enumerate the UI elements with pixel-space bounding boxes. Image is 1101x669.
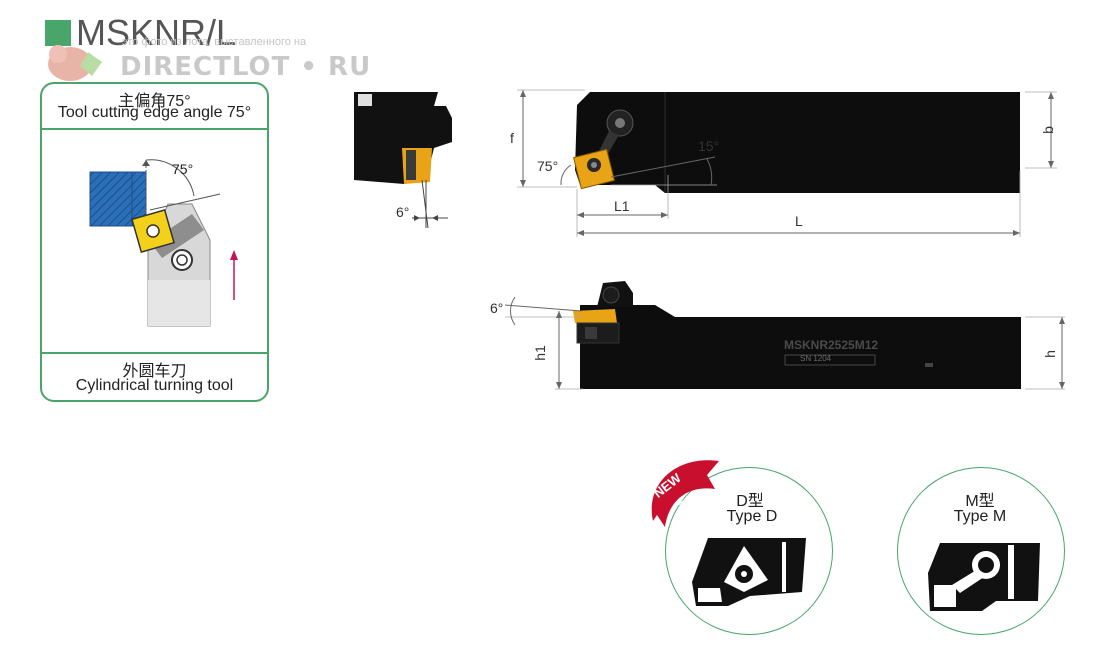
top-view-drawing xyxy=(517,89,1057,237)
info-panel-header xyxy=(42,84,267,130)
page-title: MSKNR/L xyxy=(76,12,237,53)
dim-h: h xyxy=(1041,350,1058,358)
shank-marking: MSKNR2525M12 xyxy=(784,338,879,352)
dim-b: b xyxy=(1039,126,1056,134)
cutting-angle-label-en: Tool cutting edge angle 75° xyxy=(57,104,252,121)
type-m-icon xyxy=(928,543,1040,611)
type-d-icon xyxy=(692,538,806,606)
watermark-text: DIRECTLOT • RU xyxy=(120,52,372,82)
type-m-cn: M型 xyxy=(965,493,995,510)
tool-type-label-cn: 外圆车刀 xyxy=(122,363,187,380)
cutting-angle-illustration xyxy=(89,159,238,327)
info-panel xyxy=(40,82,269,402)
type-d-circle xyxy=(665,467,833,635)
type-m-circle xyxy=(897,467,1065,635)
tool-type-label-en: Cylindrical turning tool xyxy=(75,377,234,394)
dim-L: L xyxy=(795,213,803,229)
insert-code-marking: SN 1204 xyxy=(800,354,832,363)
end-view-angle: 6° xyxy=(396,204,410,220)
type-d-cn: D型 xyxy=(736,493,764,510)
dim-L1: L1 xyxy=(614,198,630,214)
side-view-drawing xyxy=(504,281,1065,390)
cutting-angle-value: 75° xyxy=(172,161,194,177)
cutting-angle-label-cn: 主偏角75° xyxy=(118,93,191,110)
dim-angle-15: 15° xyxy=(698,138,720,154)
watermark-caption: это фото из лота, выставленного на xyxy=(122,36,307,48)
new-badge-icon xyxy=(651,460,719,527)
dim-h1: h1 xyxy=(531,345,548,361)
end-view-drawing xyxy=(354,92,452,229)
dim-angle-6: 6° xyxy=(490,300,504,316)
dim-angle-75: 75° xyxy=(537,158,559,174)
type-m-en: Type M xyxy=(953,508,1007,525)
dim-f: f xyxy=(510,130,514,146)
info-panel-footer xyxy=(42,352,267,402)
watermark-logo-icon xyxy=(48,45,102,81)
title-color-square xyxy=(45,20,71,46)
type-d-en: Type D xyxy=(726,508,778,525)
